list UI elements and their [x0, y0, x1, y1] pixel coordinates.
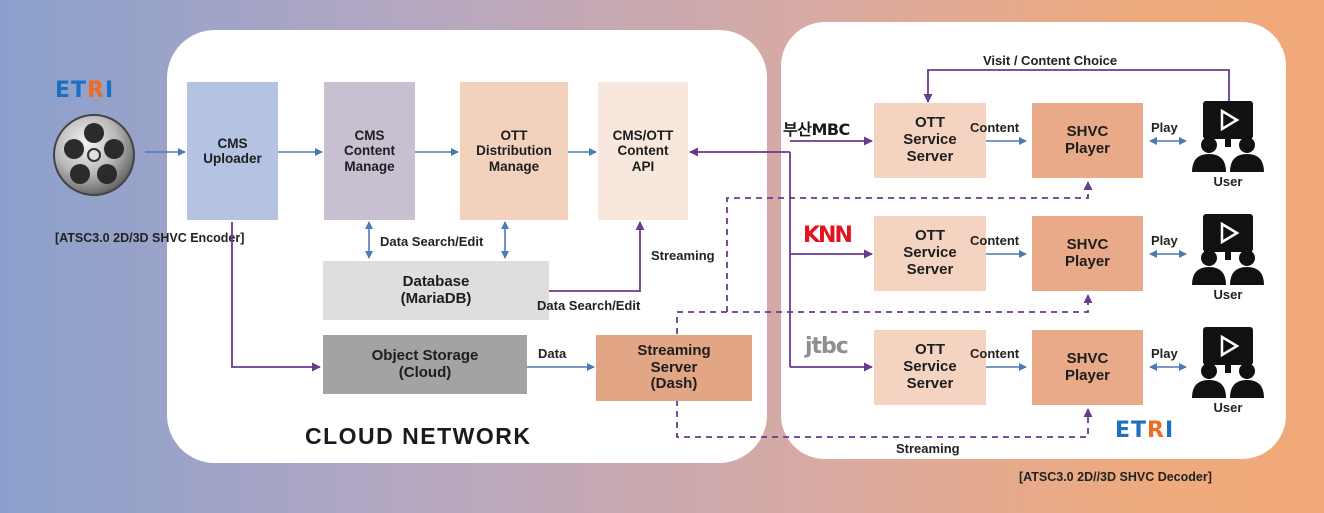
- user-label-1: User: [1213, 174, 1243, 189]
- content-label-3: Content: [970, 346, 1020, 361]
- streaming-label-bottom: Streaming: [896, 441, 960, 456]
- ott-distribution-manage-box: OTT Distribution Manage: [460, 82, 568, 220]
- user-3: User: [1188, 326, 1268, 415]
- decoder-label: [ATSC3.0 2D//3D SHVC Decoder]: [1019, 470, 1212, 484]
- ott-service-server-box-2: OTT Service Server: [874, 216, 986, 291]
- cms-uploader-box: CMS Uploader: [187, 82, 278, 220]
- user-viewer-icon: [1192, 101, 1264, 172]
- play-label-3: Play: [1151, 346, 1178, 361]
- encoder-label: [ATSC3.0 2D/3D SHVC Encoder]: [55, 231, 245, 245]
- content-label-2: Content: [970, 233, 1020, 248]
- user-1: User: [1188, 100, 1268, 189]
- data-search-edit-label-2: Data Search/Edit: [537, 298, 641, 313]
- data-search-edit-label-1: Data Search/Edit: [380, 234, 484, 249]
- cloud-network-title: CLOUD NETWORK: [305, 423, 532, 449]
- jtbc-logo: jtbc: [805, 334, 849, 359]
- content-label-1: Content: [970, 120, 1020, 135]
- cms-ott-content-api-box: CMS/OTT Content API: [598, 82, 688, 220]
- data-label: Data: [538, 346, 567, 361]
- ott-service-server-box-1: OTT Service Server: [874, 103, 986, 178]
- database-box: Database (MariaDB): [323, 261, 549, 320]
- streaming-server-box: Streaming Server (Dash): [596, 335, 752, 401]
- etri-logo-encoder: ETRI: [55, 78, 115, 103]
- object-storage-box: Object Storage (Cloud): [323, 335, 527, 394]
- user-label-3: User: [1213, 400, 1243, 415]
- etri-logo-decoder: ETRI: [1115, 418, 1175, 443]
- shvc-player-box-3: SHVC Player: [1032, 330, 1143, 405]
- user-viewer-icon: [1192, 214, 1264, 285]
- ott-service-server-box-3: OTT Service Server: [874, 330, 986, 405]
- visit-content-choice-label: Visit / Content Choice: [983, 53, 1118, 68]
- play-label-1: Play: [1151, 120, 1178, 135]
- cms-content-manage-box: CMS Content Manage: [324, 82, 415, 220]
- user-label-2: User: [1213, 287, 1243, 302]
- knn-logo: KNN: [803, 223, 853, 248]
- shvc-player-box-2: SHVC Player: [1032, 216, 1143, 291]
- user-viewer-icon: [1192, 327, 1264, 398]
- play-label-2: Play: [1151, 233, 1178, 248]
- film-reel-icon: [52, 113, 136, 197]
- shvc-player-box-1: SHVC Player: [1032, 103, 1143, 178]
- streaming-label-cloud: Streaming: [651, 248, 715, 263]
- busan-mbc-logo: 부산MBC: [783, 120, 850, 139]
- user-2: User: [1188, 213, 1268, 302]
